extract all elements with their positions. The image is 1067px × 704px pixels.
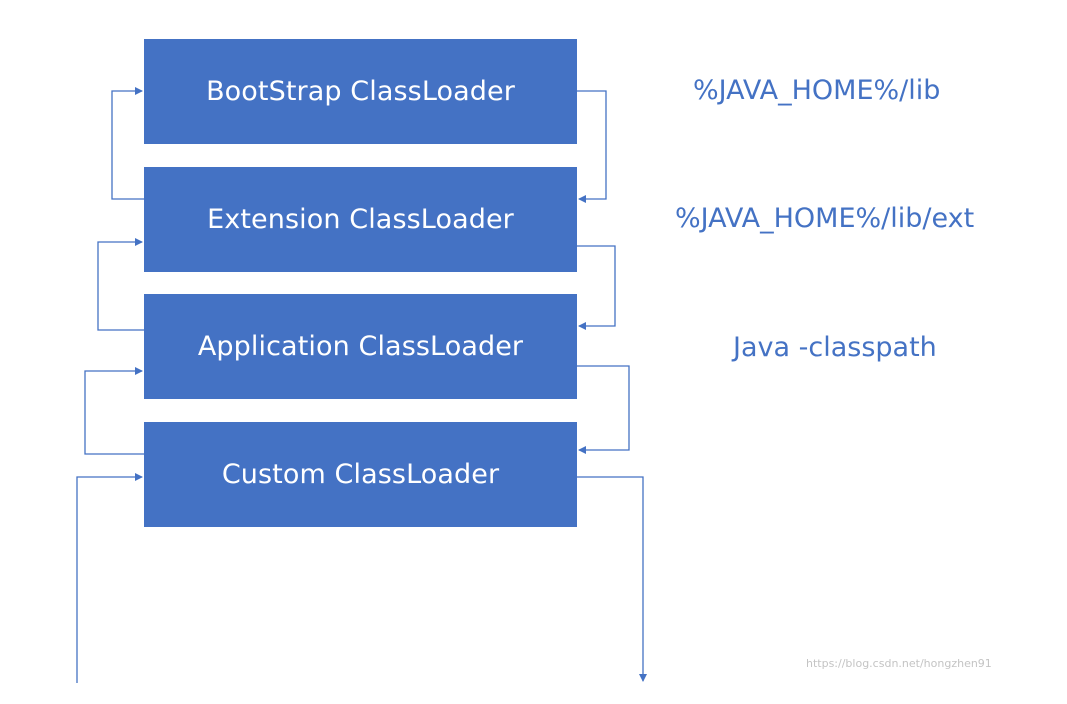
watermark-text: https://blog.csdn.net/hongzhen91 <box>806 657 992 670</box>
extension-path-label: %JAVA_HOME%/lib/ext <box>675 203 975 234</box>
connector-extension-to-bootstrap <box>111 87 144 200</box>
extension-classloader-box: Extension ClassLoader <box>144 167 577 272</box>
connector-custom-out <box>577 476 647 682</box>
application-classloader-box: Application ClassLoader <box>144 294 577 399</box>
bootstrap-classloader-label: BootStrap ClassLoader <box>206 76 515 107</box>
connector-bootstrap-to-extension <box>577 90 607 203</box>
connector-request-in <box>76 473 143 683</box>
custom-classloader-label: Custom ClassLoader <box>221 459 500 490</box>
bootstrap-path-label: %JAVA_HOME%/lib <box>693 75 941 106</box>
application-path-label: Java -classpath <box>733 332 937 363</box>
connector-custom-to-application <box>84 367 144 455</box>
connector-application-to-extension <box>97 238 144 331</box>
bootstrap-classloader-box: BootStrap ClassLoader <box>144 39 577 144</box>
extension-classloader-label: Extension ClassLoader <box>207 204 514 235</box>
connector-extension-to-application <box>577 245 616 330</box>
application-classloader-label: Application ClassLoader <box>197 331 524 362</box>
custom-classloader-box: Custom ClassLoader <box>144 422 577 527</box>
connector-application-to-custom <box>577 365 630 454</box>
